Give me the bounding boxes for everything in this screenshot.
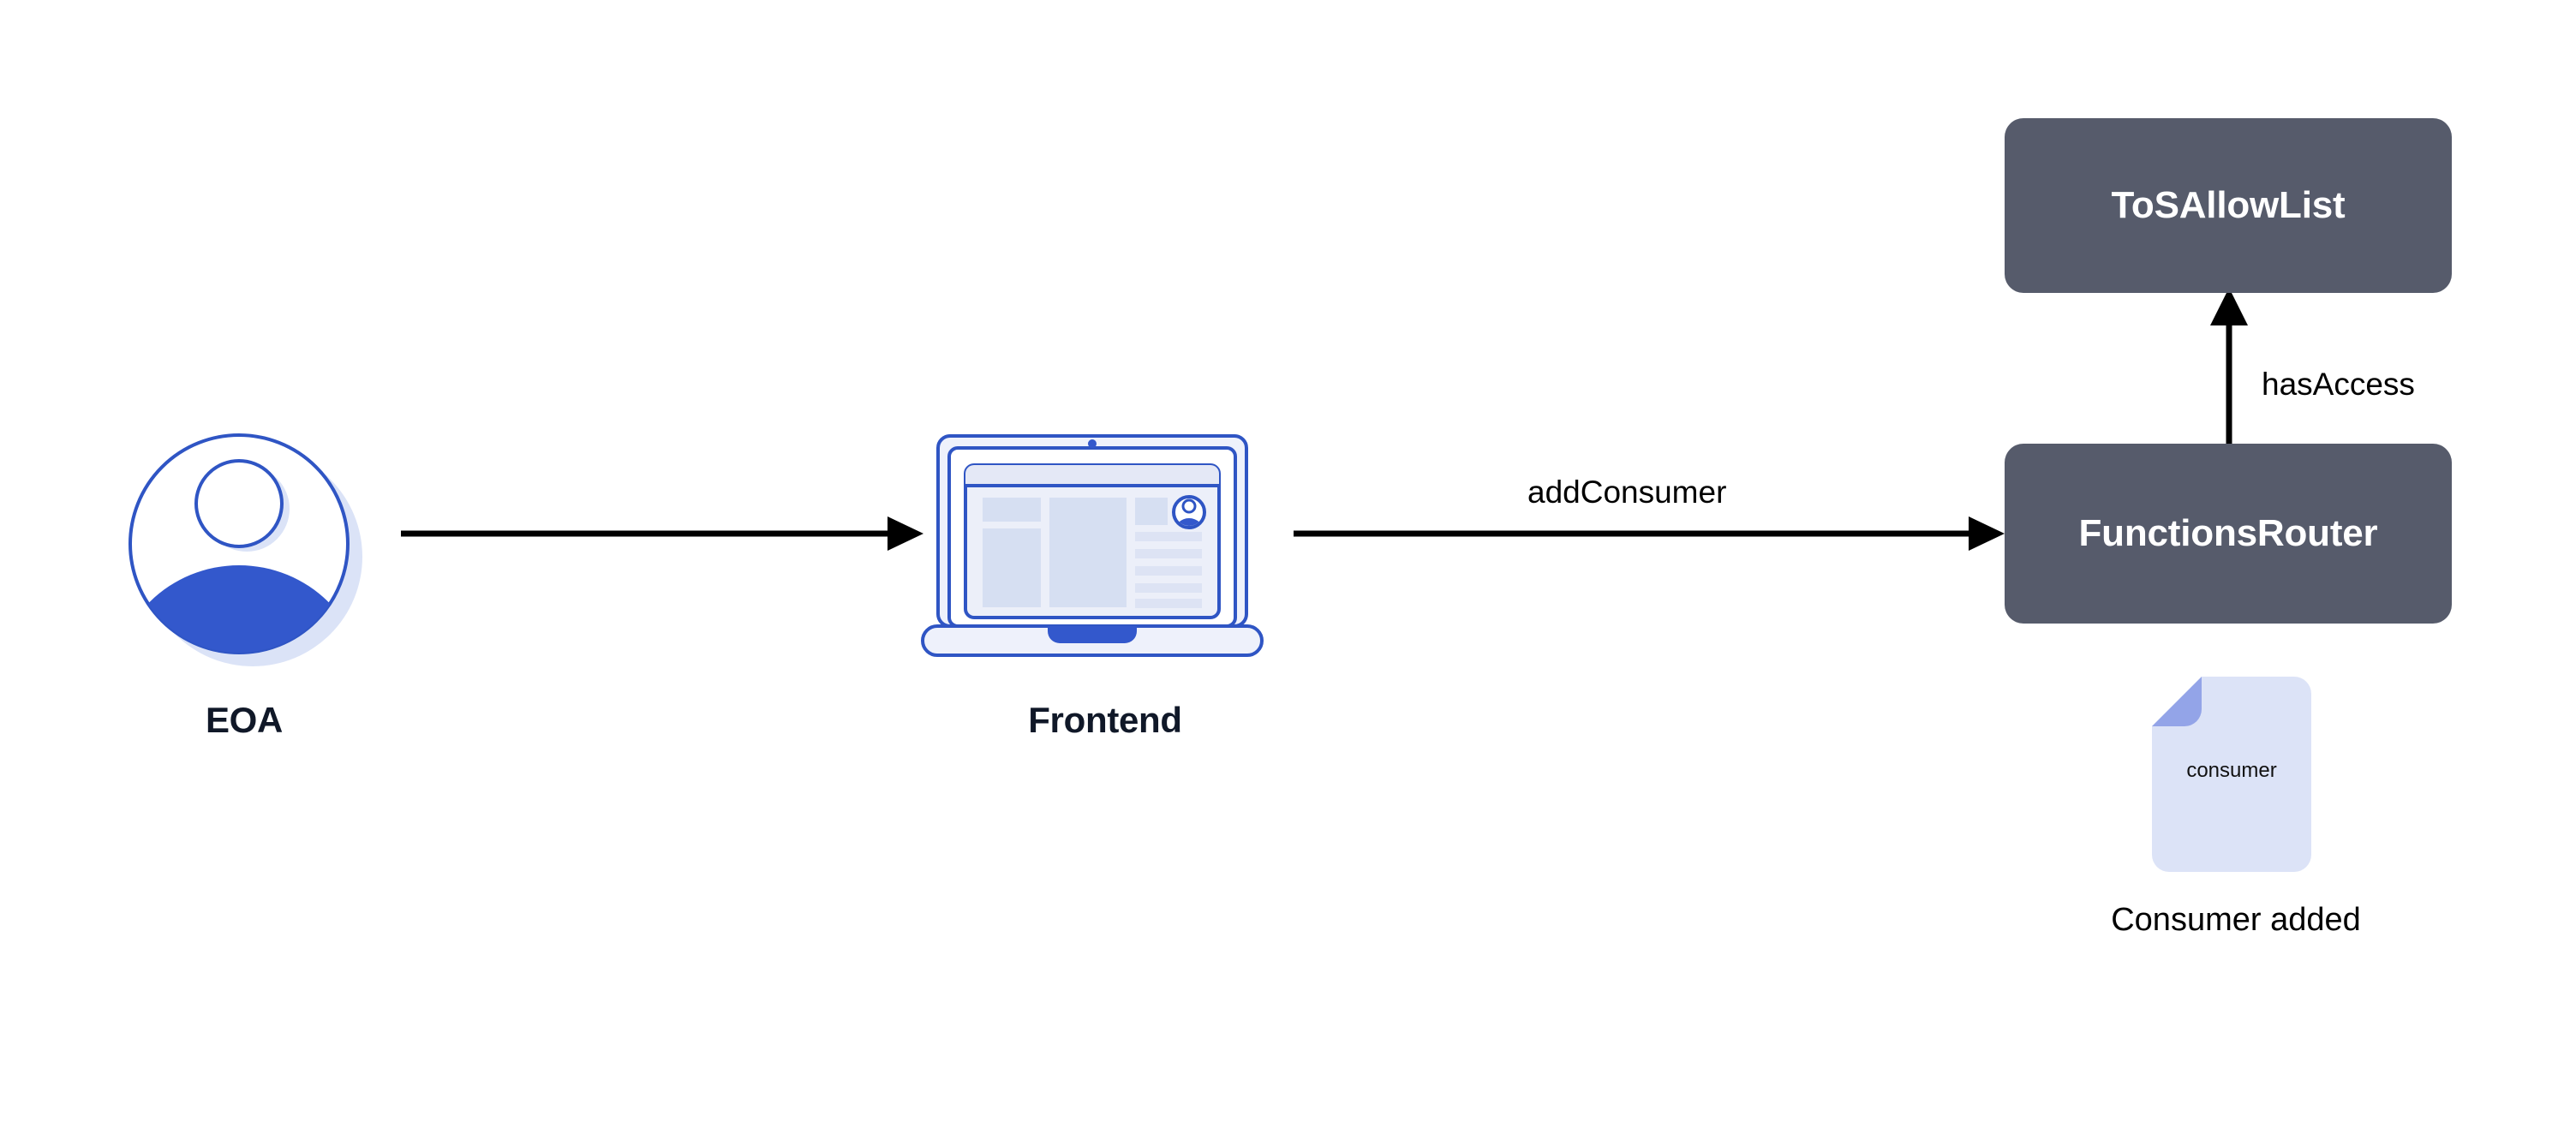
arrow-router-to-tos [2208,288,2250,447]
arrow-eoa-to-frontend [401,514,923,553]
consumer-document-inner-label: consumer [2186,759,2277,782]
laptop-icon [921,434,1264,657]
eoa-node[interactable] [120,424,368,672]
frontend-label: Frontend [1028,700,1182,740]
document-page-icon [2152,677,2311,872]
functions-router-node[interactable]: FunctionsRouter [2005,444,2452,624]
frontend-node[interactable] [921,433,1289,672]
user-avatar-icon [129,433,362,666]
edge-label-has-access: hasAccess [2262,367,2415,402]
functions-router-label: FunctionsRouter [2078,512,2378,554]
consumer-document-artifact[interactable]: consumer [2152,677,2311,874]
consumer-added-caption: Consumer added [2111,902,2361,938]
tos-allowlist-label: ToSAllowList [2111,184,2346,226]
arrow-frontend-to-router [1294,514,2005,553]
eoa-label: EOA [205,700,284,740]
screen-avatar-icon [1172,495,1206,529]
tos-allowlist-node[interactable]: ToSAllowList [2005,118,2452,293]
edge-label-add-consumer: addConsumer [1527,475,1727,510]
